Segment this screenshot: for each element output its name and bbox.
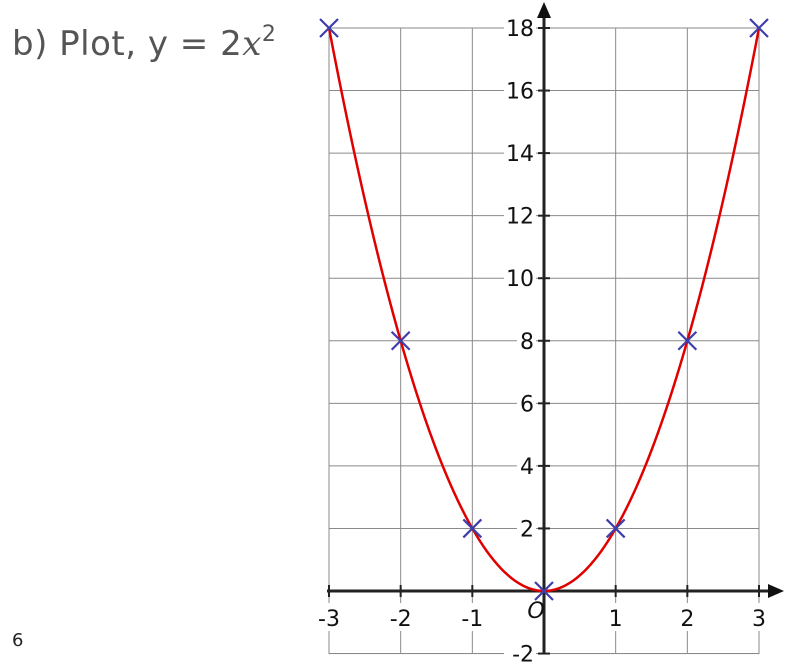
marker-stroke — [534, 581, 554, 601]
y-tick-label: 2 — [520, 517, 534, 542]
x-tick-label-bg — [457, 603, 488, 631]
y-tick-label: 4 — [520, 455, 534, 480]
question-variable: x — [242, 24, 262, 64]
x-tick-label: 1 — [609, 607, 623, 632]
data-point-marker — [677, 330, 698, 351]
y-tick-label: 16 — [506, 80, 534, 105]
marker-stroke — [462, 518, 483, 539]
y-tick-label-bg — [517, 389, 536, 418]
markers — [319, 18, 769, 601]
marker-stroke — [390, 330, 411, 351]
x-tick-label: -1 — [461, 607, 483, 632]
x-tick-label-bg — [749, 603, 769, 631]
axes — [327, 2, 784, 655]
y-tick-label-bg — [517, 514, 536, 543]
x-tick-label: -3 — [318, 607, 340, 632]
y-tick-label: 12 — [506, 205, 534, 230]
x-tick-label: 2 — [680, 607, 694, 632]
question-title: b) Plot, y = 2x2 — [12, 22, 276, 64]
x-tick-label-bg — [385, 603, 416, 631]
page-number: 6 — [12, 630, 24, 651]
question-exponent: 2 — [261, 22, 277, 47]
x-tick-label: 3 — [752, 607, 766, 632]
y-tick-label: 18 — [506, 17, 534, 42]
y-tick-label: 6 — [520, 392, 534, 417]
y-tick-label-bg — [504, 264, 536, 293]
y-tick-label-bg — [517, 326, 536, 355]
origin-label: O — [527, 599, 544, 624]
x-tick-label-bg — [677, 603, 698, 631]
y-tick-label: -2 — [512, 643, 534, 665]
y-axis-arrow — [537, 2, 551, 18]
y-tick-label: 8 — [520, 330, 534, 355]
y-tick-label-bg — [504, 139, 536, 168]
x-tick-label-bg — [605, 603, 626, 631]
marker-stroke — [605, 518, 626, 539]
marker-stroke — [677, 330, 698, 351]
x-axis-arrow — [768, 584, 784, 598]
y-tick-label-bg — [504, 76, 536, 105]
x-tick-label-bg — [314, 603, 344, 631]
data-point-marker — [319, 18, 339, 38]
data-point-marker — [605, 518, 626, 539]
y-tick-label: 10 — [506, 267, 534, 292]
y-tick-label-bg — [504, 201, 536, 230]
x-tick-label: -2 — [390, 607, 412, 632]
data-point-marker — [534, 581, 554, 601]
y-tick-label: 14 — [506, 142, 534, 167]
y-tick-label-bg — [517, 451, 536, 480]
y-tick-label-bg — [504, 14, 536, 42]
data-point-marker — [749, 18, 769, 38]
question-prefix: b) Plot, y = 2 — [12, 24, 243, 64]
data-point-marker — [390, 330, 411, 351]
marker-stroke — [319, 18, 339, 38]
marker-stroke — [749, 18, 769, 38]
y-tick-label-bg — [504, 639, 536, 665]
data-point-marker — [462, 518, 483, 539]
